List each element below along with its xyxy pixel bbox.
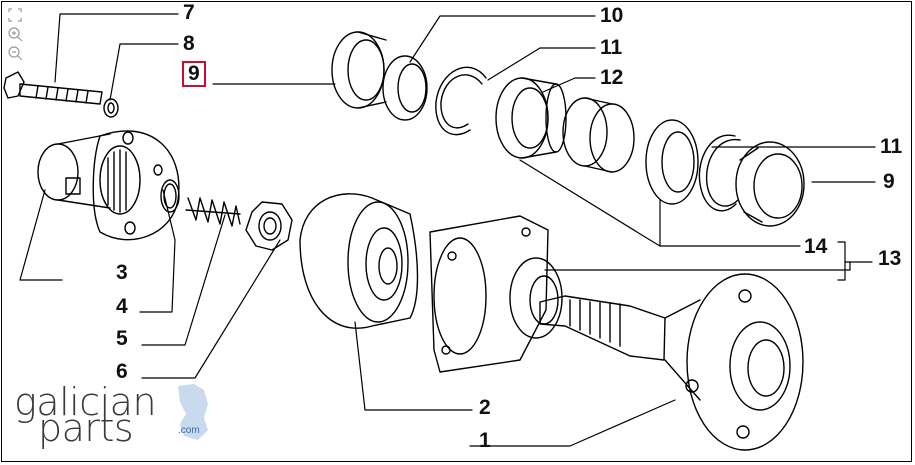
part-9-seal-right (735, 141, 805, 227)
part-8-lock-washer (103, 98, 119, 118)
callout-3[interactable]: 3 (116, 261, 128, 284)
part-4-snap-ring (160, 179, 180, 213)
part-10-seal (331, 31, 428, 121)
callout-4[interactable]: 4 (116, 295, 128, 318)
leader-lines (19, 13, 876, 447)
part-12-bearing-right (645, 119, 699, 205)
callout-10[interactable]: 10 (600, 4, 624, 27)
part-1-hub-shaft (539, 273, 804, 451)
callout-14[interactable]: 14 (804, 235, 828, 258)
part-5-spring (185, 197, 241, 227)
galicia-map-icon (178, 384, 208, 440)
callout-8[interactable]: 8 (183, 32, 195, 55)
fit-screen-button[interactable] (6, 6, 28, 24)
callout-12[interactable]: 12 (600, 66, 624, 89)
part-2-housing (299, 193, 563, 373)
part-12-bearing-left (495, 77, 567, 159)
callout-9-selected[interactable]: 9 (182, 61, 206, 87)
callout-6[interactable]: 6 (116, 360, 128, 383)
part-11-circlip-top (435, 66, 487, 136)
callout-13[interactable]: 13 (878, 247, 902, 270)
zoom-toolbar (6, 6, 28, 62)
fit-screen-icon (8, 8, 22, 22)
brand-word-parts: parts (38, 406, 134, 450)
brand-domain: .com (178, 425, 200, 436)
part-7-bolt (3, 71, 103, 105)
callout-11-top[interactable]: 11 (600, 36, 623, 59)
zoom-out-icon (8, 46, 23, 61)
part-3-flange (37, 130, 180, 241)
callout-1[interactable]: 1 (479, 429, 491, 452)
zoom-in-button[interactable] (6, 25, 28, 43)
callout-5[interactable]: 5 (116, 327, 128, 350)
galicianparts-logo: galician parts .com (14, 380, 224, 450)
callout-11-right[interactable]: 11 (880, 135, 903, 158)
zoom-in-icon (8, 27, 23, 42)
callout-7[interactable]: 7 (183, 1, 195, 24)
callout-2[interactable]: 2 (479, 396, 491, 419)
part-6-nut (245, 201, 293, 251)
zoom-out-button[interactable] (6, 44, 28, 62)
callout-9-right[interactable]: 9 (883, 170, 895, 193)
brand-word-galician: galician (14, 380, 157, 424)
part-12-inner-race (562, 97, 635, 173)
part-11-circlip-right (698, 134, 741, 212)
